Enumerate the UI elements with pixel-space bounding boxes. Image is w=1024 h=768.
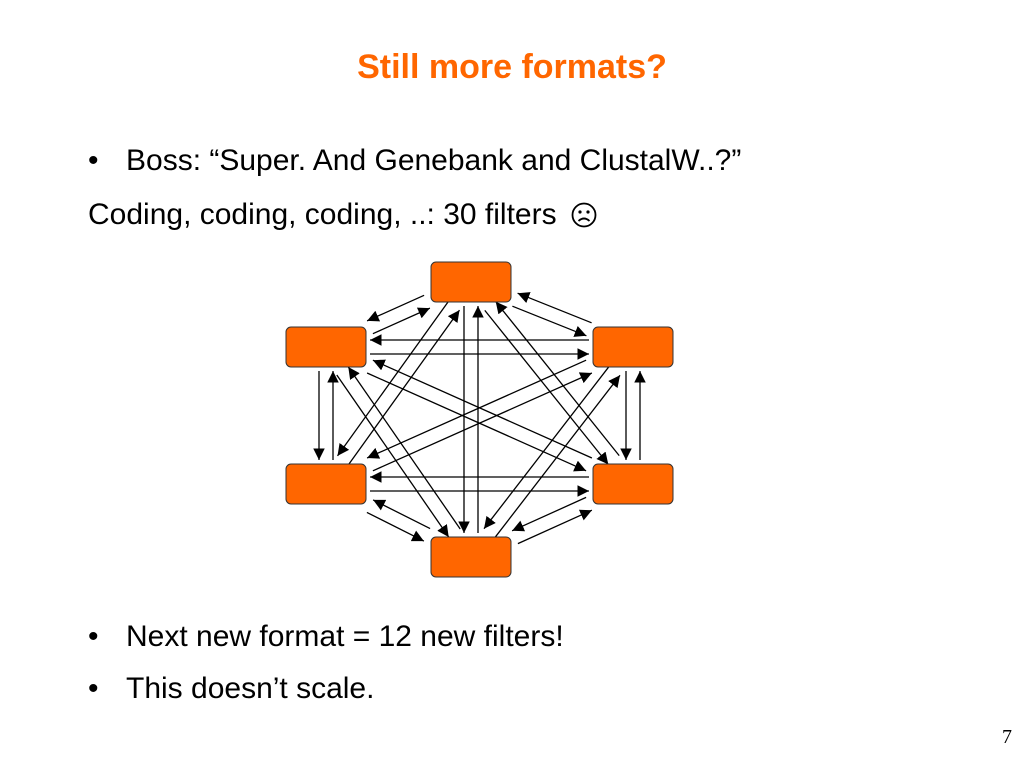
format-filter-graph (285, 261, 674, 578)
filter-arrow-top-to-upper-right (512, 305, 587, 337)
filter-arrow-top-to-lower-right (484, 309, 609, 465)
filter-arrow-lower-left-to-bottom (366, 511, 425, 542)
filter-arrow-lower-right-to-top (495, 301, 620, 457)
filter-arrow-lower-right-to-upper-left (372, 359, 593, 459)
filter-arrow-top-to-upper-left (366, 294, 425, 322)
bullet-item-scale: • This doesn’t scale. (88, 672, 374, 706)
format-node-upper-left (285, 326, 367, 368)
bullet-item-next-format: • Next new format = 12 new filters! (88, 620, 564, 654)
format-node-lower-left (285, 463, 367, 505)
filter-arrow-upper-left-to-top (372, 307, 431, 335)
subline: Coding, coding, coding, ..: 30 filters (88, 198, 597, 232)
filter-arrow-lower-left-to-upper-right (372, 372, 593, 472)
format-node-bottom (430, 536, 512, 578)
filter-arrow-lower-right-to-bottom (511, 496, 587, 532)
filter-arrow-upper-right-to-top (517, 292, 592, 324)
slide-title: Still more formats? (357, 48, 667, 86)
format-node-upper-right (592, 326, 674, 368)
bullet-marker: • (88, 144, 99, 177)
bullet-marker: • (88, 672, 99, 705)
bullet-marker: • (88, 620, 99, 653)
filter-arrow-top-to-lower-left (336, 301, 449, 457)
filter-arrow-upper-left-to-bottom (336, 374, 450, 538)
bullet-item-boss: • Boss: “Super. And Genebank and ClustalW… (88, 144, 741, 178)
filter-arrow-bottom-to-upper-left (347, 366, 461, 530)
bullet-text: Boss: “Super. And Genebank and ClustalW.… (126, 144, 742, 177)
format-node-top (430, 261, 512, 303)
filter-arrow-bottom-to-upper-right (494, 374, 621, 538)
filter-arrow-bottom-to-lower-left (372, 499, 431, 530)
frown-icon (571, 202, 597, 228)
filter-arrow-lower-left-to-top (348, 309, 461, 465)
subline-text: Coding, coding, coding, ..: 30 filters (88, 198, 557, 231)
filter-arrow-upper-right-to-bottom (483, 366, 610, 530)
bullet-text: This doesn’t scale. (126, 672, 375, 705)
format-node-lower-right (592, 463, 674, 505)
filter-arrow-upper-left-to-lower-right (366, 372, 587, 472)
filter-arrow-upper-right-to-lower-left (366, 359, 587, 459)
bullet-text: Next new format = 12 new filters! (126, 620, 564, 653)
filter-arrow-bottom-to-lower-right (517, 509, 593, 545)
page-number: 7 (1002, 726, 1012, 748)
